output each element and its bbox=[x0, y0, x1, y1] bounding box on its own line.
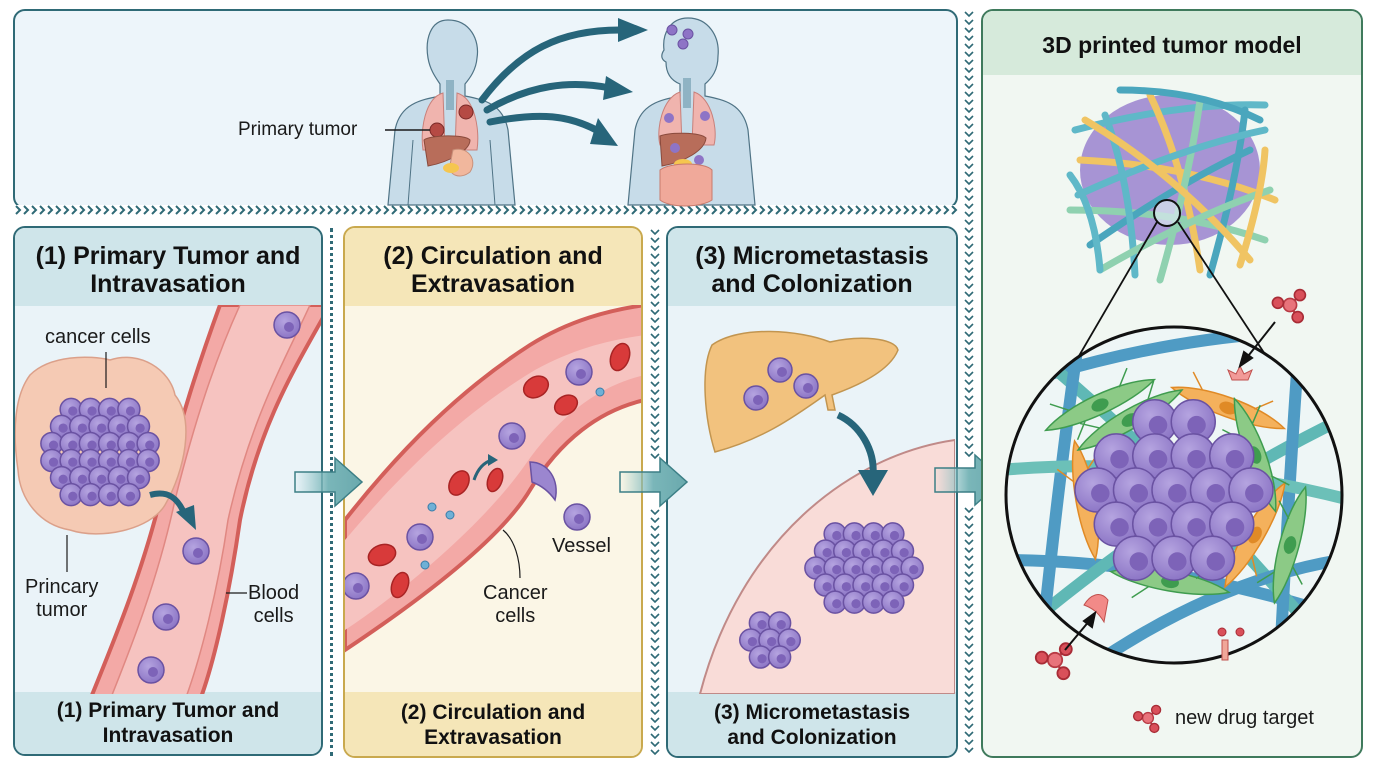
primary-tumor-label: Primary tumor bbox=[238, 119, 358, 140]
panel-3d-tumor-model: 3D printed tumor model bbox=[981, 9, 1363, 758]
label-cancer-cells-2: Cancer cells bbox=[483, 582, 548, 627]
dotted-divider-1 bbox=[330, 228, 333, 756]
panel-1-title: (1) Primary Tumor and Intravasation bbox=[35, 242, 301, 298]
panel-2-footer: (2) Circulation and Extravasation bbox=[400, 701, 586, 749]
panel-3-title: (3) Micrometastasis and Colonization bbox=[695, 242, 929, 298]
top-panel bbox=[13, 9, 958, 209]
label-vessel: Vessel bbox=[552, 535, 611, 557]
panel-2-footer-bg bbox=[345, 692, 641, 756]
panel-3-footer: (3) Micrometastasis and Colonization bbox=[713, 701, 911, 749]
panel-micrometastasis: (3) Micrometastasis and Colonization (3)… bbox=[666, 226, 958, 758]
label-primary-tumor: Princary tumor bbox=[25, 576, 99, 621]
panel-primary-tumor: (1) Primary Tumor and Intravasation (1) … bbox=[13, 226, 323, 756]
panel-circulation: (2) Circulation and Extravasation (2) Ci… bbox=[343, 226, 643, 758]
panel-3-header-bg bbox=[668, 228, 956, 306]
model-header-bg bbox=[983, 11, 1361, 75]
model-title: 3D printed tumor model bbox=[1042, 32, 1302, 58]
panel-1-footer: (1) Primary Tumor and Intravasation bbox=[56, 699, 280, 747]
panel-3-footer-bg bbox=[668, 692, 956, 756]
legend-drug-target-label: new drug target bbox=[1175, 707, 1314, 729]
label-blood-cells: Blood cells bbox=[248, 582, 300, 627]
label-cancer-cells: cancer cells bbox=[45, 326, 151, 348]
panel-2-header-bg bbox=[345, 228, 641, 306]
panel-2-title: (2) Circulation and Extravasation bbox=[383, 242, 603, 298]
panel-1-header-bg bbox=[15, 228, 321, 306]
panel-1-footer-bg bbox=[15, 692, 321, 754]
